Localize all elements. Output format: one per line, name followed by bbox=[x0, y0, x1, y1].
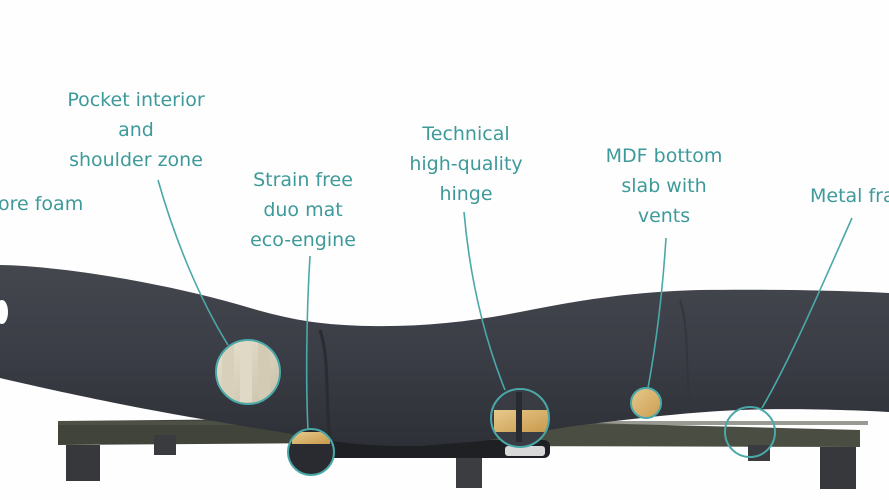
label-line: high-quality bbox=[409, 153, 523, 175]
label-line: Technical bbox=[422, 123, 510, 145]
callout-pocket-interior bbox=[215, 339, 281, 405]
label-line: and bbox=[118, 119, 154, 141]
leader-hinge bbox=[463, 211, 506, 391]
label-line: ore foam bbox=[0, 193, 84, 215]
label-memory-foam: ore foam bbox=[0, 189, 83, 219]
leader-metal-frame bbox=[761, 217, 853, 409]
label-strain-free: Strain free duo mat eco-engine bbox=[240, 165, 366, 255]
label-line: Strain free bbox=[253, 169, 353, 191]
label-line: eco-engine bbox=[250, 229, 356, 251]
label-pocket-interior: Pocket interior and shoulder zone bbox=[56, 85, 216, 175]
label-mdf: MDF bottom slab with vents bbox=[596, 141, 732, 231]
mattress-fold bbox=[318, 329, 332, 441]
label-line: shoulder zone bbox=[69, 149, 203, 171]
label-hinge: Technical high-quality hinge bbox=[400, 119, 532, 209]
callout-strain-free bbox=[287, 428, 335, 476]
left-cutout bbox=[0, 300, 8, 324]
callout-hinge bbox=[490, 388, 550, 448]
label-metal-frame: Metal fra bbox=[810, 181, 889, 211]
leader-mdf bbox=[647, 237, 667, 389]
label-line: duo mat bbox=[263, 199, 343, 221]
label-line: Pocket interior bbox=[67, 89, 205, 111]
leader-lines bbox=[157, 179, 853, 431]
label-line: slab with bbox=[621, 175, 707, 197]
label-line: Metal fra bbox=[810, 185, 889, 207]
label-line: vents bbox=[637, 205, 691, 227]
label-line: MDF bottom bbox=[605, 145, 723, 167]
mattress bbox=[0, 265, 889, 447]
callout-mdf bbox=[630, 387, 662, 419]
mattress-fold-2 bbox=[679, 299, 691, 406]
label-line: hinge bbox=[439, 183, 493, 205]
leader-pocket-interior bbox=[157, 179, 229, 346]
leader-strain-free bbox=[305, 255, 311, 431]
motor-label bbox=[505, 446, 545, 456]
callout-metal-frame bbox=[724, 406, 776, 458]
